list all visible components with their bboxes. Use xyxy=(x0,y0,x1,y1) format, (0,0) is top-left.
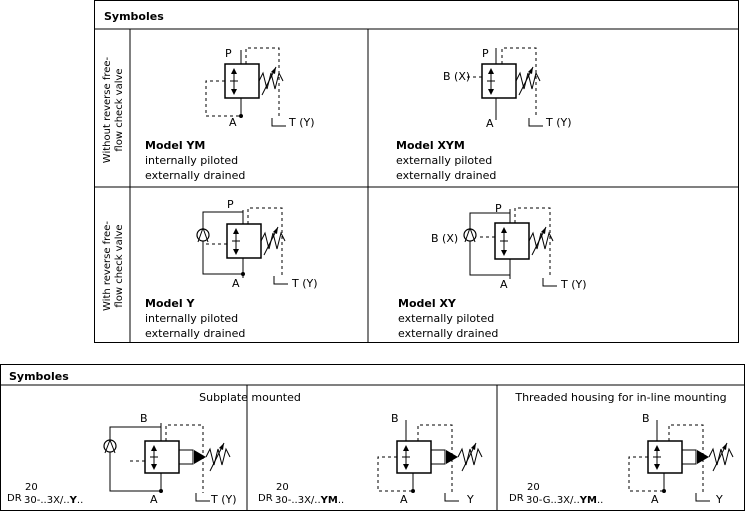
model-line2: externally drained xyxy=(398,327,499,340)
table-top-header: Symboles xyxy=(104,10,164,23)
code-prefix: DR xyxy=(258,493,273,504)
code-body: 30-..3X/..YM.. xyxy=(275,495,344,506)
row-label-with-check-valve: With reverse free-flow check valve xyxy=(102,201,126,331)
subplate-mounted-title: Subplate mounted xyxy=(199,391,301,404)
model-name: Model Y xyxy=(145,297,195,310)
code-sup-top: 20 xyxy=(25,482,38,493)
code-prefix: DR xyxy=(7,493,22,504)
code-suffix: .. xyxy=(76,495,84,506)
row-label-text: Without reverse free-flow check valve xyxy=(102,56,125,164)
cell-model-xy: Model XY externally piloted externally d… xyxy=(398,296,498,341)
code-mid: -..3X/.. xyxy=(287,495,321,506)
type-code-1: DR 20 30-..3X/..Y.. xyxy=(7,483,107,509)
code-mid: -..3X/.. xyxy=(36,495,70,506)
type-code-2: DR 20 30-..3X/..YM.. xyxy=(258,483,368,509)
symbols-table-top xyxy=(94,0,739,343)
code-prefix: DR xyxy=(509,493,524,504)
threaded-housing-title: Threaded housing for in-line mounting xyxy=(515,391,727,404)
model-line1: externally piloted xyxy=(398,312,495,325)
model-line1: internally piloted xyxy=(145,154,239,167)
cell-model-y: Model Y internally piloted externally dr… xyxy=(145,296,245,341)
code-bold: YM xyxy=(579,495,597,506)
cell-model-xym: Model XYM externally piloted externally … xyxy=(396,138,496,183)
code-suffix: .. xyxy=(337,495,345,506)
table-bottom-header: Symboles xyxy=(9,370,69,383)
model-name: Model YM xyxy=(145,139,206,152)
code-sup-bottom: 30 xyxy=(526,495,539,506)
model-name: Model XYM xyxy=(396,139,465,152)
code-sup-top: 20 xyxy=(276,482,289,493)
code-sup-bottom: 30 xyxy=(24,495,37,506)
code-body: 30-..3X/..Y.. xyxy=(24,495,83,506)
code-suffix: .. xyxy=(596,495,604,506)
type-code-3: DR 20 30-G..3X/..YM.. xyxy=(509,483,619,509)
model-line2: externally drained xyxy=(396,169,497,182)
code-sup-top: 20 xyxy=(527,482,540,493)
code-sup-bottom: 30 xyxy=(275,495,288,506)
code-bold: YM xyxy=(320,495,338,506)
code-body: 30-G..3X/..YM.. xyxy=(526,495,603,506)
code-bold: Y xyxy=(69,495,77,506)
model-line1: externally piloted xyxy=(396,154,493,167)
model-name: Model XY xyxy=(398,297,456,310)
model-line2: externally drained xyxy=(145,327,246,340)
code-mid: -G..3X/.. xyxy=(538,495,580,506)
row-label-text: With reverse free-flow check valve xyxy=(102,221,125,311)
cell-model-ym: Model YM internally piloted externally d… xyxy=(145,138,245,183)
model-line2: externally drained xyxy=(145,169,246,182)
row-label-without-check-valve: Without reverse free-flow check valve xyxy=(102,45,126,175)
model-line1: internally piloted xyxy=(145,312,239,325)
